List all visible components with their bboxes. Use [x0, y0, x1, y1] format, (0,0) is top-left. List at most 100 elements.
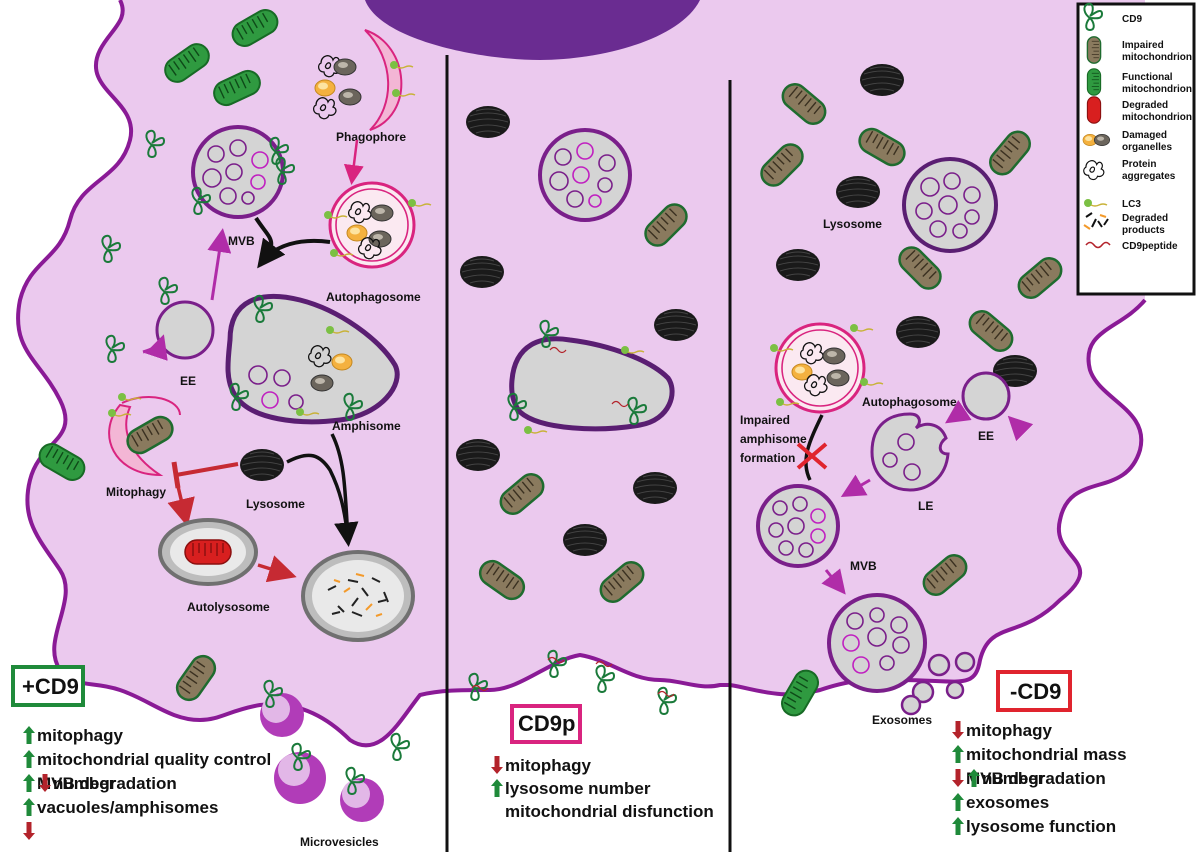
right-panel: Lysosome: [740, 63, 1068, 727]
autophagosome-right: [769, 322, 884, 414]
summary-line: lysosome function: [952, 817, 1116, 836]
mvb-left-label: MVB: [228, 234, 255, 248]
vacuole-middle: [507, 319, 675, 435]
summary-line: exosomes: [952, 793, 1049, 812]
mvb-right-middle: [756, 484, 840, 568]
impaired-label-line1: Impaired: [740, 413, 790, 427]
autophagosome-left: [323, 181, 432, 269]
mitophagy-label: Mitophagy: [106, 485, 166, 499]
increase-arrow-icon: [952, 745, 964, 763]
lysosome: [632, 471, 678, 505]
summary-text: mitochondrial quality control: [37, 750, 271, 769]
summary-text: lysosome function: [966, 817, 1116, 836]
increase-arrow-icon: [23, 774, 35, 792]
increase-arrow-icon: [23, 798, 35, 816]
summary-text: mitochondrial disfunction: [505, 802, 714, 821]
legend-label: Impaired: [1122, 40, 1164, 51]
impaired-mitochondrion-icon: [1086, 36, 1102, 64]
le-label: LE: [918, 499, 933, 513]
lysosome: [859, 63, 905, 97]
legend-label: mitochondrion: [1122, 112, 1192, 123]
summary-line: mitochondrial disfunction: [505, 802, 714, 821]
summary-text: number: [982, 769, 1045, 788]
summary-line: mitophagy: [491, 756, 591, 775]
summary-line: vacuoles/amphisomes: [23, 798, 218, 817]
autolysosome: [158, 518, 258, 586]
legend-label: Damaged: [1122, 130, 1167, 141]
legend: CD9ImpairedmitochondrionFunctionalmitoch…: [1076, 2, 1196, 296]
summary-cd9p: CD9p mitophagy lysosome number mitochondri…: [491, 704, 714, 821]
increase-arrow-icon: [23, 726, 35, 744]
degraded-products-icon: [1083, 212, 1109, 230]
microvesicles: [260, 679, 410, 822]
summary-line: mitochondrial quality control: [23, 750, 271, 769]
legend-label: mitochondrion: [1122, 52, 1192, 63]
summary-text: lysosome number: [505, 779, 651, 798]
legend-label: Degraded: [1122, 213, 1168, 224]
amphisome-label: Amphisome: [332, 419, 401, 433]
exosomes: [900, 651, 976, 716]
summary-line: mitophagy: [23, 726, 123, 745]
decrease-arrow-icon: [23, 822, 35, 840]
decrease-arrow-icon: [952, 721, 964, 739]
legend-label: products: [1122, 225, 1165, 236]
autophagosome-left-label: Autophagosome: [326, 290, 421, 304]
summary-text: mitophagy: [505, 756, 591, 775]
damaged-organelles-icon: [1082, 134, 1111, 146]
legend-item-cd9-peptide: CD9peptide: [1085, 241, 1178, 252]
legend-label: Degraded: [1122, 100, 1168, 111]
autophagosome-right-label: Autophagosome: [862, 395, 957, 409]
le: [870, 412, 950, 492]
ee-right: [961, 371, 1011, 421]
mitophagy-phagophore: [107, 392, 181, 477]
lysosome: [562, 523, 608, 557]
legend-item-cd9: CD9: [1083, 2, 1142, 31]
mvb-right-bottom: [827, 593, 927, 693]
decrease-arrow-icon: [491, 756, 503, 774]
degradation-vesicle: [301, 550, 415, 642]
nucleus: [365, 0, 700, 60]
degraded-mitochondrion-icon: [1086, 96, 1102, 124]
increase-arrow-icon: [491, 779, 503, 797]
amphisome: [225, 293, 400, 425]
summary-text: exosomes: [966, 793, 1049, 812]
summary-text: MVB degradation: [37, 774, 177, 793]
lysosome: [775, 248, 821, 282]
legend-label: LC3: [1122, 199, 1141, 210]
phagophore: [312, 29, 416, 131]
summary-text: mitophagy: [37, 726, 123, 745]
lysosome-left: [239, 448, 285, 482]
summary-line: [23, 822, 35, 840]
legend-label: mitochondrion: [1122, 84, 1192, 95]
cd9-peptide-icon: [1085, 241, 1111, 249]
legend-label: Functional: [1122, 72, 1173, 83]
autolysosome-label: Autolysosome: [187, 600, 270, 614]
summary-line: mitochondrial mass: [952, 745, 1127, 764]
middle-panel: [455, 105, 699, 715]
lysosome: [465, 105, 511, 139]
cd9p-title: CD9p: [518, 711, 575, 736]
lysosome: [835, 175, 881, 209]
legend-label: Protein: [1122, 159, 1156, 170]
lysosome: [895, 315, 941, 349]
summary-line: lysosome number: [491, 779, 651, 798]
decrease-arrow-icon: [952, 769, 964, 787]
summary-text: mitochondrial mass: [966, 745, 1127, 764]
lysosome-left-label: Lysosome: [246, 497, 305, 511]
impaired-label-line2: amphisome: [740, 432, 807, 446]
lysosome-right-label: Lysosome: [823, 217, 882, 231]
summary-line: mitophagy: [952, 721, 1052, 740]
legend-label: CD9peptide: [1122, 241, 1178, 252]
minus-cd9-title: -CD9: [1010, 679, 1061, 704]
legend-item-lc3: LC3: [1083, 198, 1141, 210]
summary-text: MVB degradation: [966, 769, 1106, 788]
increase-arrow-icon: [23, 750, 35, 768]
ee-left-label: EE: [180, 374, 196, 388]
